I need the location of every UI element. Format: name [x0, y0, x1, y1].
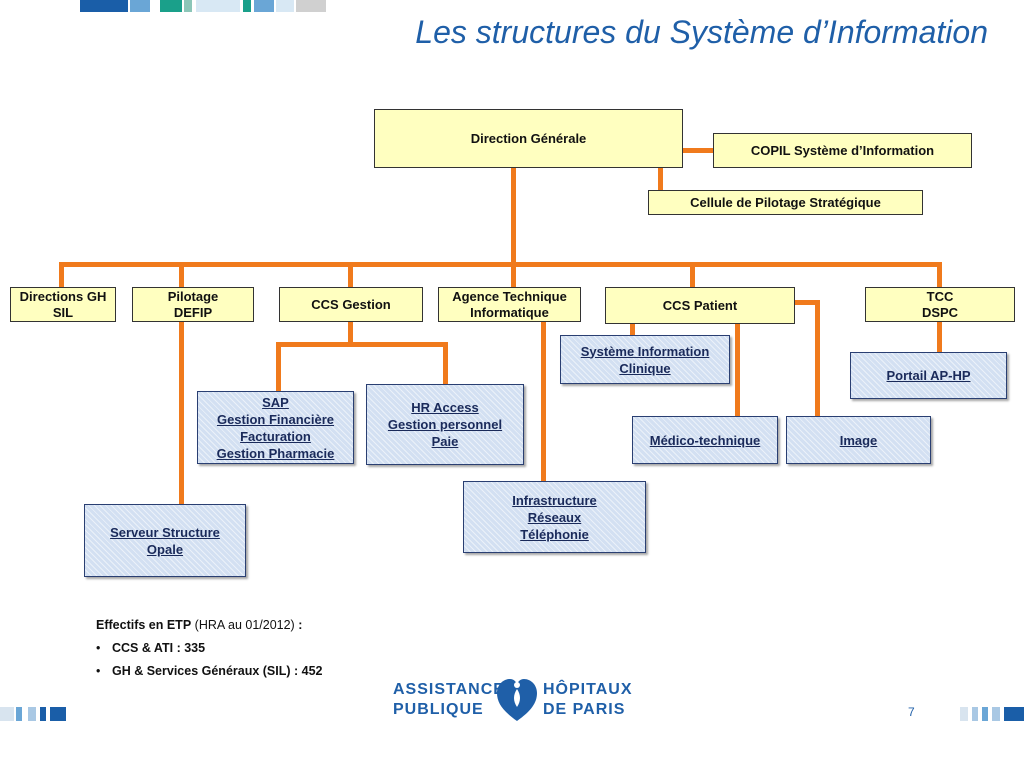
list-item: • CCS & ATI : 335 — [96, 637, 323, 660]
box-ccs-gestion-label: CCS Gestion — [311, 296, 391, 312]
bullet-icon: • — [96, 664, 101, 678]
box-image: Image — [786, 416, 931, 464]
logo-text-de-paris: DE PARIS — [543, 701, 626, 718]
box-medico-technique: Médico-technique — [632, 416, 778, 464]
box-sap-line4: Gestion Pharmacie — [216, 445, 335, 461]
page-number: 7 — [908, 705, 915, 719]
box-pilotage: Pilotage DEFIP — [132, 287, 254, 322]
box-agence-line1: Agence Technique — [452, 288, 567, 304]
box-agence-line2: Informatique — [470, 304, 549, 320]
notes-heading-paren: (HRA au 01/2012) — [194, 618, 295, 632]
aphp-logo: ASSISTANCE PUBLIQUE HÔPITAUX DE PARIS — [393, 675, 633, 725]
box-portail-label: Portail AP-HP — [886, 368, 971, 383]
box-direction-generale: Direction Générale — [374, 109, 683, 168]
box-infra-line1: Infrastructure — [512, 492, 597, 508]
box-pilotage-line2: DEFIP — [173, 304, 213, 320]
notes-heading-colon: : — [298, 618, 303, 632]
box-infra-line3: Téléphonie — [520, 526, 589, 542]
box-clinique-line1: Système Information — [580, 343, 710, 359]
box-sap-line2: Gestion Financière — [216, 411, 335, 427]
box-clinique-line2: Clinique — [619, 360, 671, 376]
box-copil-label: COPIL Système d’Information — [750, 142, 935, 158]
box-sap-line3: Facturation — [240, 428, 311, 444]
box-cellule-label: Cellule de Pilotage Stratégique — [690, 194, 881, 210]
box-serveur-line1: Serveur Structure — [110, 524, 220, 540]
box-sap-line1: SAP — [262, 394, 289, 410]
box-ccs-gestion: CCS Gestion — [279, 287, 423, 322]
page-title: Les structures du Système d’Information — [415, 14, 988, 50]
heart-logo-icon — [497, 679, 537, 721]
box-ccs-patient-label: CCS Patient — [662, 297, 738, 313]
box-image-label: Image — [839, 432, 878, 448]
box-systeme-clinique: Système Information Clinique — [560, 335, 730, 384]
box-ccs-patient: CCS Patient — [605, 287, 795, 324]
box-direction-generale-label: Direction Générale — [470, 130, 587, 146]
box-hr-line2: Gestion personnel — [387, 417, 503, 432]
logo-text-assistance: ASSISTANCE — [393, 681, 505, 698]
box-pilotage-line1: Pilotage — [167, 288, 219, 304]
effectifs-notes: Effectifs en ETP (HRA au 01/2012) : • CCS… — [96, 614, 323, 683]
box-serveur-line2: Opale — [146, 541, 184, 557]
box-serveur-opale: Serveur Structure Opale — [84, 504, 246, 577]
logo-text-hopitaux: HÔPITAUX — [543, 681, 633, 698]
box-tcc-line2: DSPC — [921, 304, 959, 320]
box-agence-technique: Agence Technique Informatique — [438, 287, 581, 322]
bullet-icon: • — [96, 641, 101, 655]
box-tcc-line1: TCC — [926, 288, 954, 304]
list-item: • GH & Services Généraux (SIL) : 452 — [96, 660, 323, 683]
box-hr-line1: HR Access — [411, 400, 479, 415]
box-directions-gh: Directions GH SIL — [10, 287, 116, 322]
box-medico-label: Médico-technique — [649, 432, 761, 448]
box-cellule-pilotage: Cellule de Pilotage Stratégique — [648, 190, 923, 215]
box-portail-aphp: Portail AP-HP — [850, 352, 1007, 399]
notes-heading: Effectifs en ETP (HRA au 01/2012) : — [96, 614, 323, 637]
notes-item-1: CCS & ATI : 335 — [112, 641, 206, 655]
box-tcc: TCC DSPC — [865, 287, 1015, 322]
box-directions-gh-line1: Directions GH — [19, 288, 107, 304]
box-infra-line2: Réseaux — [527, 509, 582, 525]
box-hr-access: HR Access Gestion personnel Paie — [366, 384, 524, 465]
box-copil: COPIL Système d’Information — [713, 133, 972, 168]
box-sap: SAP Gestion Financière Facturation Gesti… — [197, 391, 354, 464]
box-hr-line3: Paie — [431, 434, 459, 449]
box-directions-gh-line2: SIL — [52, 304, 74, 320]
logo-text-publique: PUBLIQUE — [393, 701, 484, 718]
notes-item-2: GH & Services Généraux (SIL) : 452 — [112, 664, 323, 678]
box-infrastructure: Infrastructure Réseaux Téléphonie — [463, 481, 646, 553]
notes-heading-bold: Effectifs en ETP — [96, 618, 192, 632]
